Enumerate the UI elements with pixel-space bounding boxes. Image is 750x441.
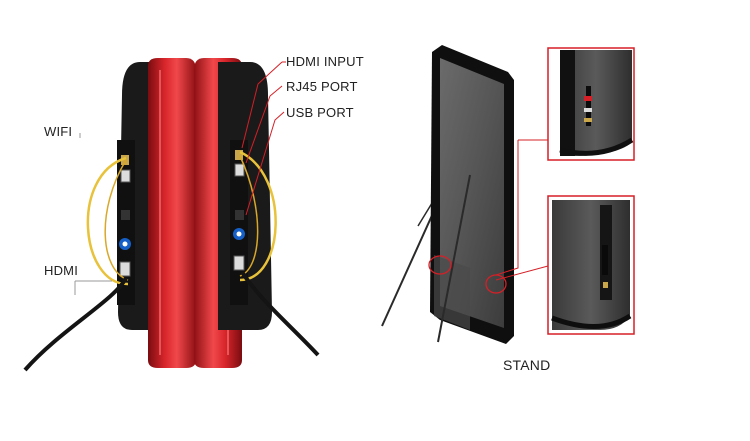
standing-display xyxy=(381,45,549,344)
label-rj45-port: RJ45 PORT xyxy=(286,79,358,94)
rj45-port-icon xyxy=(120,169,131,183)
label-wifi: WIFI xyxy=(44,124,73,139)
display-screen xyxy=(440,58,504,328)
usb-port-icon xyxy=(121,210,130,220)
detail-inset-bottom xyxy=(547,195,635,335)
red-frame-left xyxy=(148,58,196,368)
detail-inset-top xyxy=(547,47,635,161)
wifi-antenna-connector xyxy=(121,155,129,165)
rj45-pointer xyxy=(245,85,283,164)
yellow-cable-left xyxy=(86,156,129,286)
hdmi-port-icon xyxy=(119,261,131,277)
label-stand: STAND xyxy=(503,357,551,373)
label-usb-port: USB PORT xyxy=(286,105,354,120)
label-hdmi: HDMI xyxy=(44,263,79,278)
left-side-view xyxy=(23,58,196,372)
black-cable-right xyxy=(240,270,320,357)
usb-pointer xyxy=(245,111,285,216)
callout-circle-upper xyxy=(428,255,452,275)
right-side-view xyxy=(194,58,320,368)
hdmi-input-pointer xyxy=(241,61,283,149)
stand-leg-front xyxy=(437,174,471,343)
yellow-cable-right xyxy=(239,150,277,282)
black-cable-left xyxy=(23,276,128,372)
label-hdmi-input: HDMI INPUT xyxy=(286,54,364,69)
